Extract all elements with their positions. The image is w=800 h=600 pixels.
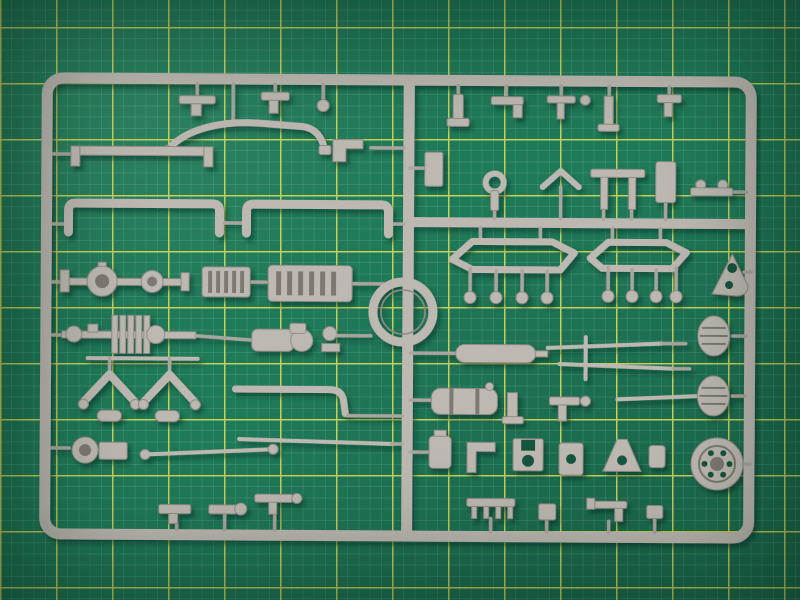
part-l-bracket [466, 441, 496, 473]
part-tie-rod [139, 443, 279, 460]
part-pill-1 [96, 409, 122, 422]
part-rt-bracket-3 [546, 84, 591, 120]
part-fender-assembly-1 [448, 225, 578, 305]
part-thin-rods [545, 335, 692, 382]
cross-runner [408, 217, 751, 230]
part-canister [408, 429, 452, 469]
part-rear-axle [51, 314, 197, 354]
part-z-bracket [332, 139, 406, 163]
part-plate-17 [558, 442, 584, 476]
part-ribbed-cover-1 [697, 315, 748, 357]
sprue-frame [39, 72, 757, 544]
part-r16-bar [615, 393, 706, 402]
center-runner [401, 79, 415, 537]
part-bottom-link-3 [254, 492, 303, 532]
part-road-wheel [690, 437, 752, 491]
part-rt-bracket-5 [656, 84, 682, 118]
part-br-2 [538, 503, 557, 534]
part-c-rail-2 [222, 199, 406, 239]
part-grille-small [201, 266, 268, 298]
part-bottom-link-1 [158, 504, 192, 532]
part-rt-bumps [690, 179, 749, 197]
part-gearbox [194, 322, 373, 353]
part-rt-hook [482, 170, 507, 221]
part-pill-2 [154, 410, 180, 423]
part-bent-bar [231, 385, 405, 418]
part-winch [50, 436, 128, 464]
part-short-rail [52, 145, 214, 168]
part-rt-bracket-4 [597, 84, 620, 132]
part-comb-manifold [466, 497, 516, 534]
part-top-knob [316, 82, 330, 113]
part-grille-large [267, 264, 405, 303]
part-triangle-bracket [711, 252, 753, 297]
part-front-axle [51, 261, 190, 297]
part-rt-bracket-1 [446, 83, 470, 127]
part-fuel-tank [408, 382, 498, 416]
part-rt-vee [539, 167, 582, 221]
part-rt-plate-2 [655, 161, 677, 222]
part-top-bracket-2 [260, 82, 290, 114]
part-muffler [408, 343, 549, 364]
part-br-3 [586, 497, 628, 535]
part-chevron-rod [85, 356, 200, 377]
part-angle-bracket [602, 438, 642, 472]
part-top-bracket-1 [178, 82, 216, 117]
part-rt-bracket-2 [490, 83, 524, 119]
part-r16-bracket [501, 392, 524, 425]
part-chevron-2 [137, 370, 201, 411]
part-small-17 [648, 445, 666, 469]
part-long-rod [237, 437, 404, 446]
part-bottom-link-2 [208, 502, 248, 532]
part-c-rail-1 [51, 198, 225, 238]
part-chevron-1 [77, 370, 141, 410]
part-fender-assembly-2 [586, 226, 690, 304]
part-br-4 [646, 505, 664, 535]
part-steering-wheel-ring [368, 277, 438, 347]
part-rt-tee [590, 168, 646, 222]
part-notch-bracket [512, 438, 544, 472]
part-ribbed-cover-2 [696, 375, 748, 417]
part-sway-bar [161, 82, 332, 157]
part-r16-cluster [548, 395, 591, 422]
part-rt-plate [408, 151, 444, 187]
